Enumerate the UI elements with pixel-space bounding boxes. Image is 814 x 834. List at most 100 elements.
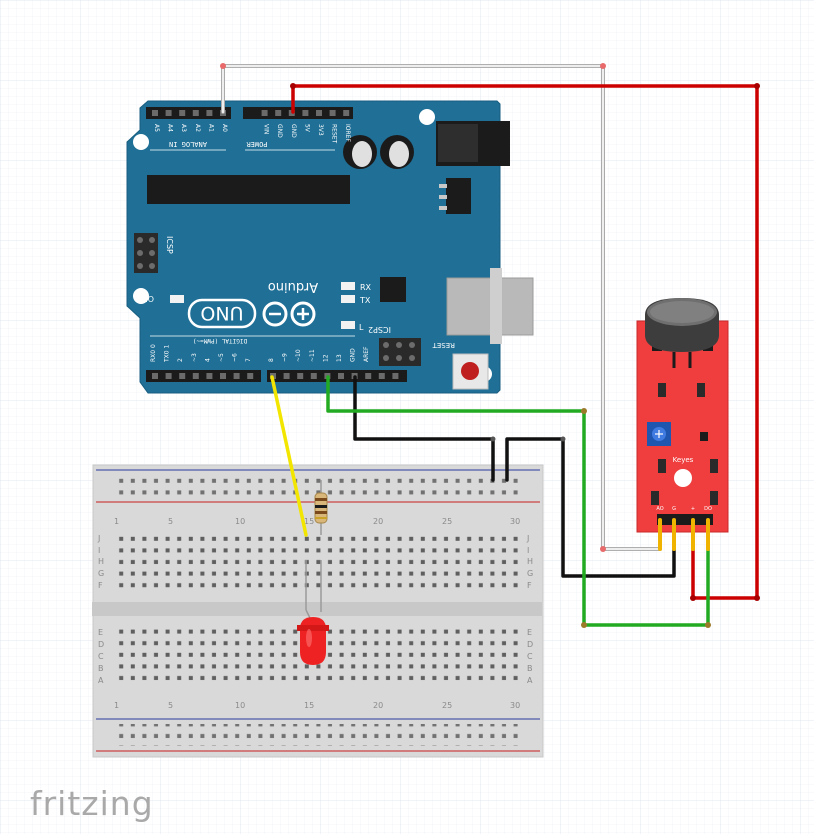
analog-pin[interactable]: [206, 110, 213, 116]
power-pin-label: GND: [290, 124, 297, 138]
power-pin-label: GND: [276, 124, 283, 138]
digital-pin[interactable]: [192, 373, 199, 379]
power-pin[interactable]: [343, 110, 350, 116]
digital-pin[interactable]: [165, 373, 172, 379]
analog-pin[interactable]: [179, 110, 186, 116]
digital-pin[interactable]: [378, 373, 385, 379]
digital-pin[interactable]: [310, 373, 317, 379]
digital-pin-label: 13: [336, 354, 343, 362]
arduino-uno-board[interactable]: ICSP ICSP2 RESET ON RX TX L: [126, 100, 534, 394]
on-led-label: ON: [142, 294, 154, 303]
row-letter: G: [98, 569, 104, 578]
digital-pin-label: RX0 0: [150, 344, 157, 362]
mounting-hole: [133, 134, 149, 150]
col-number: 1: [114, 517, 119, 526]
analog-pin-label: A1: [207, 124, 214, 132]
col-number: 10: [235, 517, 245, 526]
power-pin[interactable]: [316, 110, 322, 116]
analog-pin[interactable]: [152, 110, 158, 116]
potentiometer[interactable]: [647, 422, 671, 446]
fritzing-watermark: fritzing: [30, 784, 154, 823]
l-led: [341, 321, 355, 329]
sensor-pin-label: DO: [704, 506, 712, 512]
digital-pin[interactable]: [179, 373, 186, 379]
row-letter: H: [527, 557, 533, 566]
sensor-resistor: [710, 491, 718, 505]
wire-black-2[interactable]: [505, 437, 676, 578]
wire-green[interactable]: [326, 375, 710, 627]
wire-yellow[interactable]: [270, 375, 308, 537]
resistor[interactable]: [314, 480, 328, 535]
digital-label: DIGITAL (PWM=~): [193, 337, 247, 344]
row-letter: B: [98, 664, 104, 673]
row-letter: J: [526, 534, 529, 543]
col-number: 10: [235, 701, 245, 710]
power-pin[interactable]: [329, 110, 336, 116]
power-pin[interactable]: [261, 110, 268, 116]
digital-pin-label: 2: [177, 358, 184, 362]
digital-pin[interactable]: [283, 373, 290, 379]
digital-pin-label: TX0 1: [164, 345, 171, 364]
sensor-chip: [700, 432, 708, 441]
mounting-hole: [419, 109, 435, 125]
arduino-brand: Arduino: [268, 279, 318, 294]
power-header: [243, 107, 353, 119]
wires: [220, 63, 760, 628]
digital-pin-label: ~3: [191, 353, 198, 362]
sensor-resistor: [651, 491, 659, 505]
digital-pin[interactable]: [392, 373, 399, 379]
digital-pin-label: ~11: [309, 349, 316, 362]
digital-pin[interactable]: [220, 373, 226, 379]
power-pin[interactable]: [275, 110, 282, 116]
col-number: 25: [442, 517, 452, 526]
digital-pin[interactable]: [338, 373, 344, 379]
power-label: POWER: [246, 140, 268, 148]
row-letter: H: [98, 557, 104, 566]
digital-header-low: [146, 370, 261, 382]
reset-button[interactable]: RESET: [432, 341, 489, 390]
digital-pin-label: 12: [322, 354, 329, 362]
row-letter: E: [527, 628, 532, 637]
digital-pin[interactable]: [206, 373, 213, 379]
digital-pin[interactable]: [297, 373, 304, 379]
wire-red[interactable]: [291, 84, 759, 600]
col-number: 30: [510, 517, 520, 526]
tx-label: TX: [359, 296, 371, 305]
icsp2-label: ICSP2: [368, 325, 391, 334]
wire-black[interactable]: [353, 375, 495, 482]
col-number: 15: [304, 701, 314, 710]
arduino-infinity-icon: [262, 301, 316, 327]
sensor-pin-label: AO: [656, 506, 663, 512]
digital-pin-label: ~5: [218, 353, 225, 362]
on-led: [170, 295, 184, 303]
tx-led: [341, 295, 355, 303]
col-number: 20: [373, 701, 383, 710]
digital-pin[interactable]: [152, 373, 158, 379]
reset-label: RESET: [432, 341, 455, 349]
breadboard-column-numbers: 1 5 10 15 20 25 30 1 5 10 15 20 25 30: [114, 517, 520, 710]
power-pin[interactable]: [302, 110, 309, 116]
row-letter: B: [527, 664, 533, 673]
digital-pin[interactable]: [365, 373, 372, 379]
row-letter: C: [98, 652, 104, 661]
red-led[interactable]: [297, 560, 329, 665]
sensor-resistor: [710, 459, 718, 473]
analog-pin[interactable]: [165, 110, 172, 116]
microphone: [645, 298, 719, 368]
digital-pin[interactable]: [247, 373, 254, 379]
analog-pin[interactable]: [192, 110, 199, 116]
col-number: 30: [510, 701, 520, 710]
digital-pin[interactable]: [233, 373, 240, 379]
icsp-header: ICSP: [134, 233, 174, 273]
row-letter: C: [527, 652, 533, 661]
analog-pin-label: A4: [167, 124, 174, 132]
digital-pin-label: ~10: [295, 349, 302, 362]
sensor-pin-label: G: [672, 506, 676, 512]
row-letter: D: [98, 640, 104, 649]
row-letter: A: [527, 676, 533, 685]
digital-pin-label: AREF: [363, 346, 370, 362]
